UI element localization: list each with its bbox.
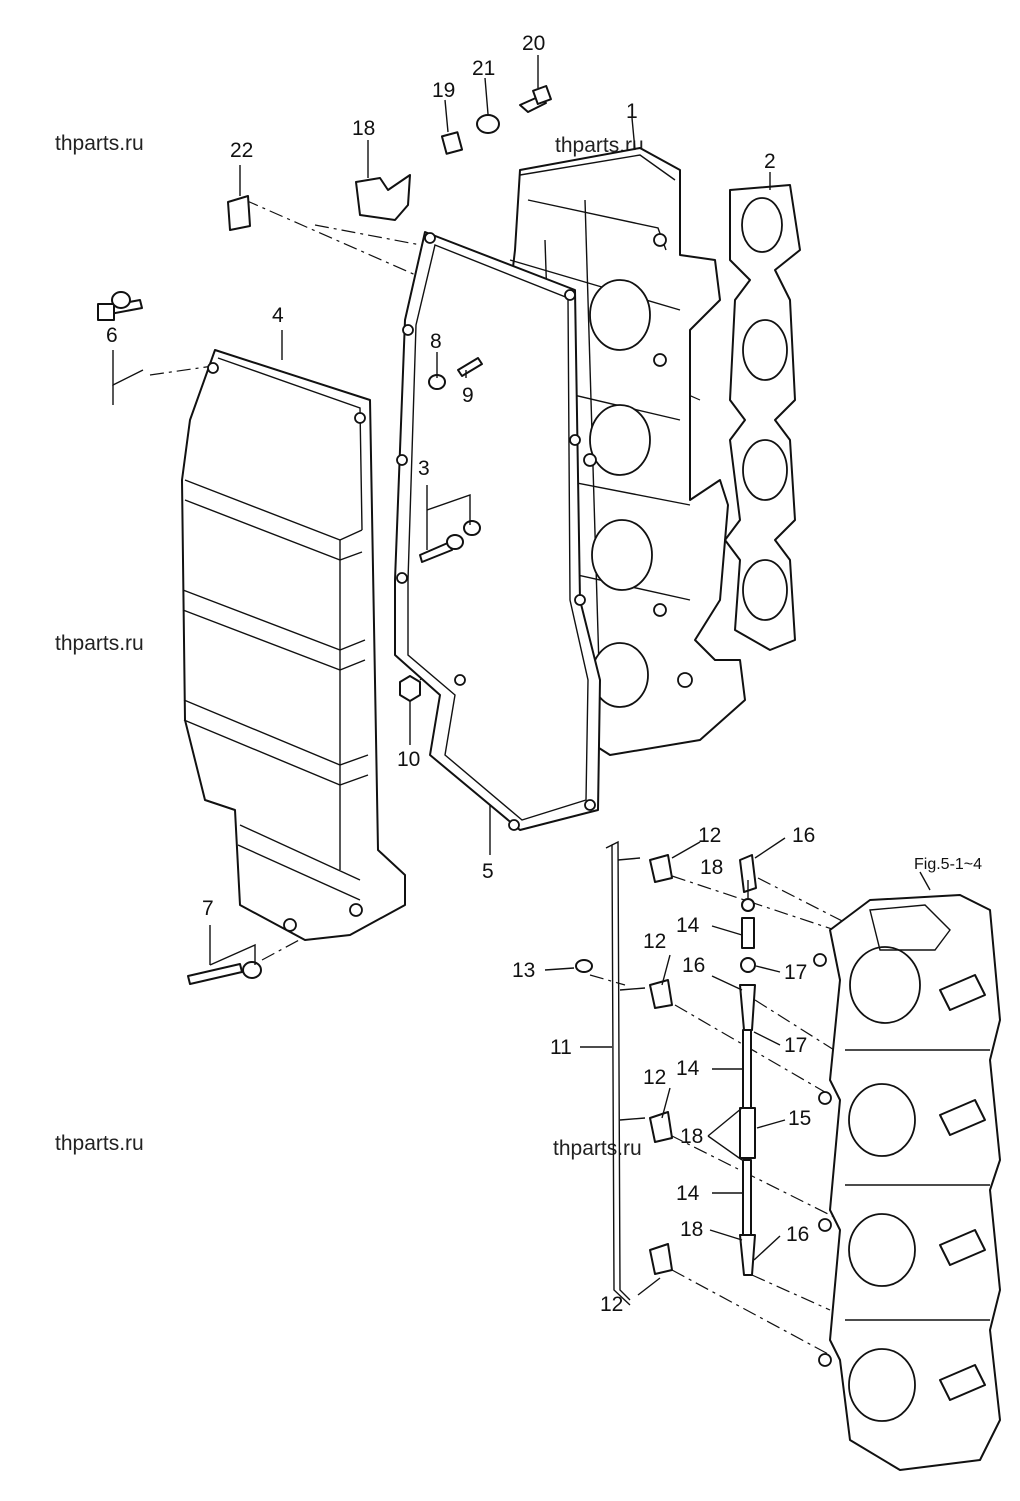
callout-18-a: 18 <box>700 856 723 879</box>
bolt-7 <box>187 963 243 985</box>
watermark-mid-left: thparts.ru <box>55 632 144 655</box>
callout-14-b: 14 <box>676 1057 700 1080</box>
callout-15: 15 <box>788 1107 811 1130</box>
callout-20-below-21: 21 <box>472 57 495 80</box>
washer-21 <box>476 114 500 134</box>
callout-13: 13 <box>512 959 535 982</box>
callout-12-b: 12 <box>643 930 666 953</box>
leader-lines <box>112 55 931 1296</box>
callout-3: 3 <box>418 457 430 480</box>
callout-10: 10 <box>397 748 420 771</box>
carburetor-assembly <box>813 894 1001 1471</box>
cover-gasket <box>394 231 601 831</box>
fuel-linkage <box>575 840 757 1306</box>
link-15 <box>739 1107 756 1159</box>
link-14a <box>741 917 755 949</box>
link-16a <box>739 854 757 893</box>
callout-8: 8 <box>430 330 442 353</box>
callout-5: 5 <box>482 860 494 883</box>
callout-12-d: 12 <box>600 1293 623 1316</box>
hardware <box>97 85 552 985</box>
callout-4: 4 <box>272 304 284 327</box>
callout-6: 6 <box>106 324 118 347</box>
callout-1: 1 <box>626 100 638 123</box>
callout-17-a: 17 <box>784 961 807 984</box>
callout-16-c: 16 <box>786 1223 809 1246</box>
callouts: 1 2 3 4 5 6 7 8 9 10 11 12 12 12 12 13 1… <box>106 32 982 1316</box>
plate-22 <box>227 195 251 231</box>
callout-16-a: 16 <box>792 824 815 847</box>
callout-19: 19 <box>432 79 455 102</box>
callout-11: 11 <box>550 1036 572 1059</box>
bolt-3 <box>419 541 453 563</box>
callout-9: 9 <box>462 384 474 407</box>
nut-10 <box>399 675 421 702</box>
link-16c <box>739 1234 756 1276</box>
callout-20: 20 <box>522 32 545 55</box>
callout-18-d: 18 <box>680 1218 703 1241</box>
callout-12-c: 12 <box>643 1066 666 1089</box>
clip-12b <box>649 979 673 1009</box>
clip-12c <box>649 1111 673 1143</box>
callout-18-c: 18 <box>680 1125 703 1148</box>
callout-12-a: 12 <box>698 824 721 847</box>
figure-reference: Fig.5-1~4 <box>914 856 982 873</box>
watermark-top-left: thparts.ru <box>55 132 144 155</box>
callout-16-b: 16 <box>682 954 705 977</box>
manifold-gasket <box>724 184 801 651</box>
intake-silencer <box>181 349 406 941</box>
callout-17-b: 17 <box>784 1034 807 1057</box>
ring-13 <box>575 959 593 973</box>
watermark-bottom-center: thparts.ru <box>553 1137 642 1160</box>
rod-11 <box>611 840 631 1301</box>
watermark-bottom-left: thparts.ru <box>55 1132 144 1155</box>
nut-19 <box>440 131 464 155</box>
clip-12a <box>649 854 673 883</box>
callout-7: 7 <box>202 897 214 920</box>
clip-12d <box>649 1243 673 1275</box>
callout-14-c: 14 <box>676 1182 700 1205</box>
callout-2: 2 <box>764 150 776 173</box>
bolt-9 <box>457 357 483 377</box>
callout-22: 22 <box>230 139 253 162</box>
link-14b <box>742 1029 752 1111</box>
link-16b <box>739 984 756 1031</box>
callout-18-b: 18 <box>352 117 375 140</box>
link-14c <box>742 1159 752 1236</box>
bracket-18 <box>355 174 411 221</box>
callout-14-a: 14 <box>676 914 700 937</box>
